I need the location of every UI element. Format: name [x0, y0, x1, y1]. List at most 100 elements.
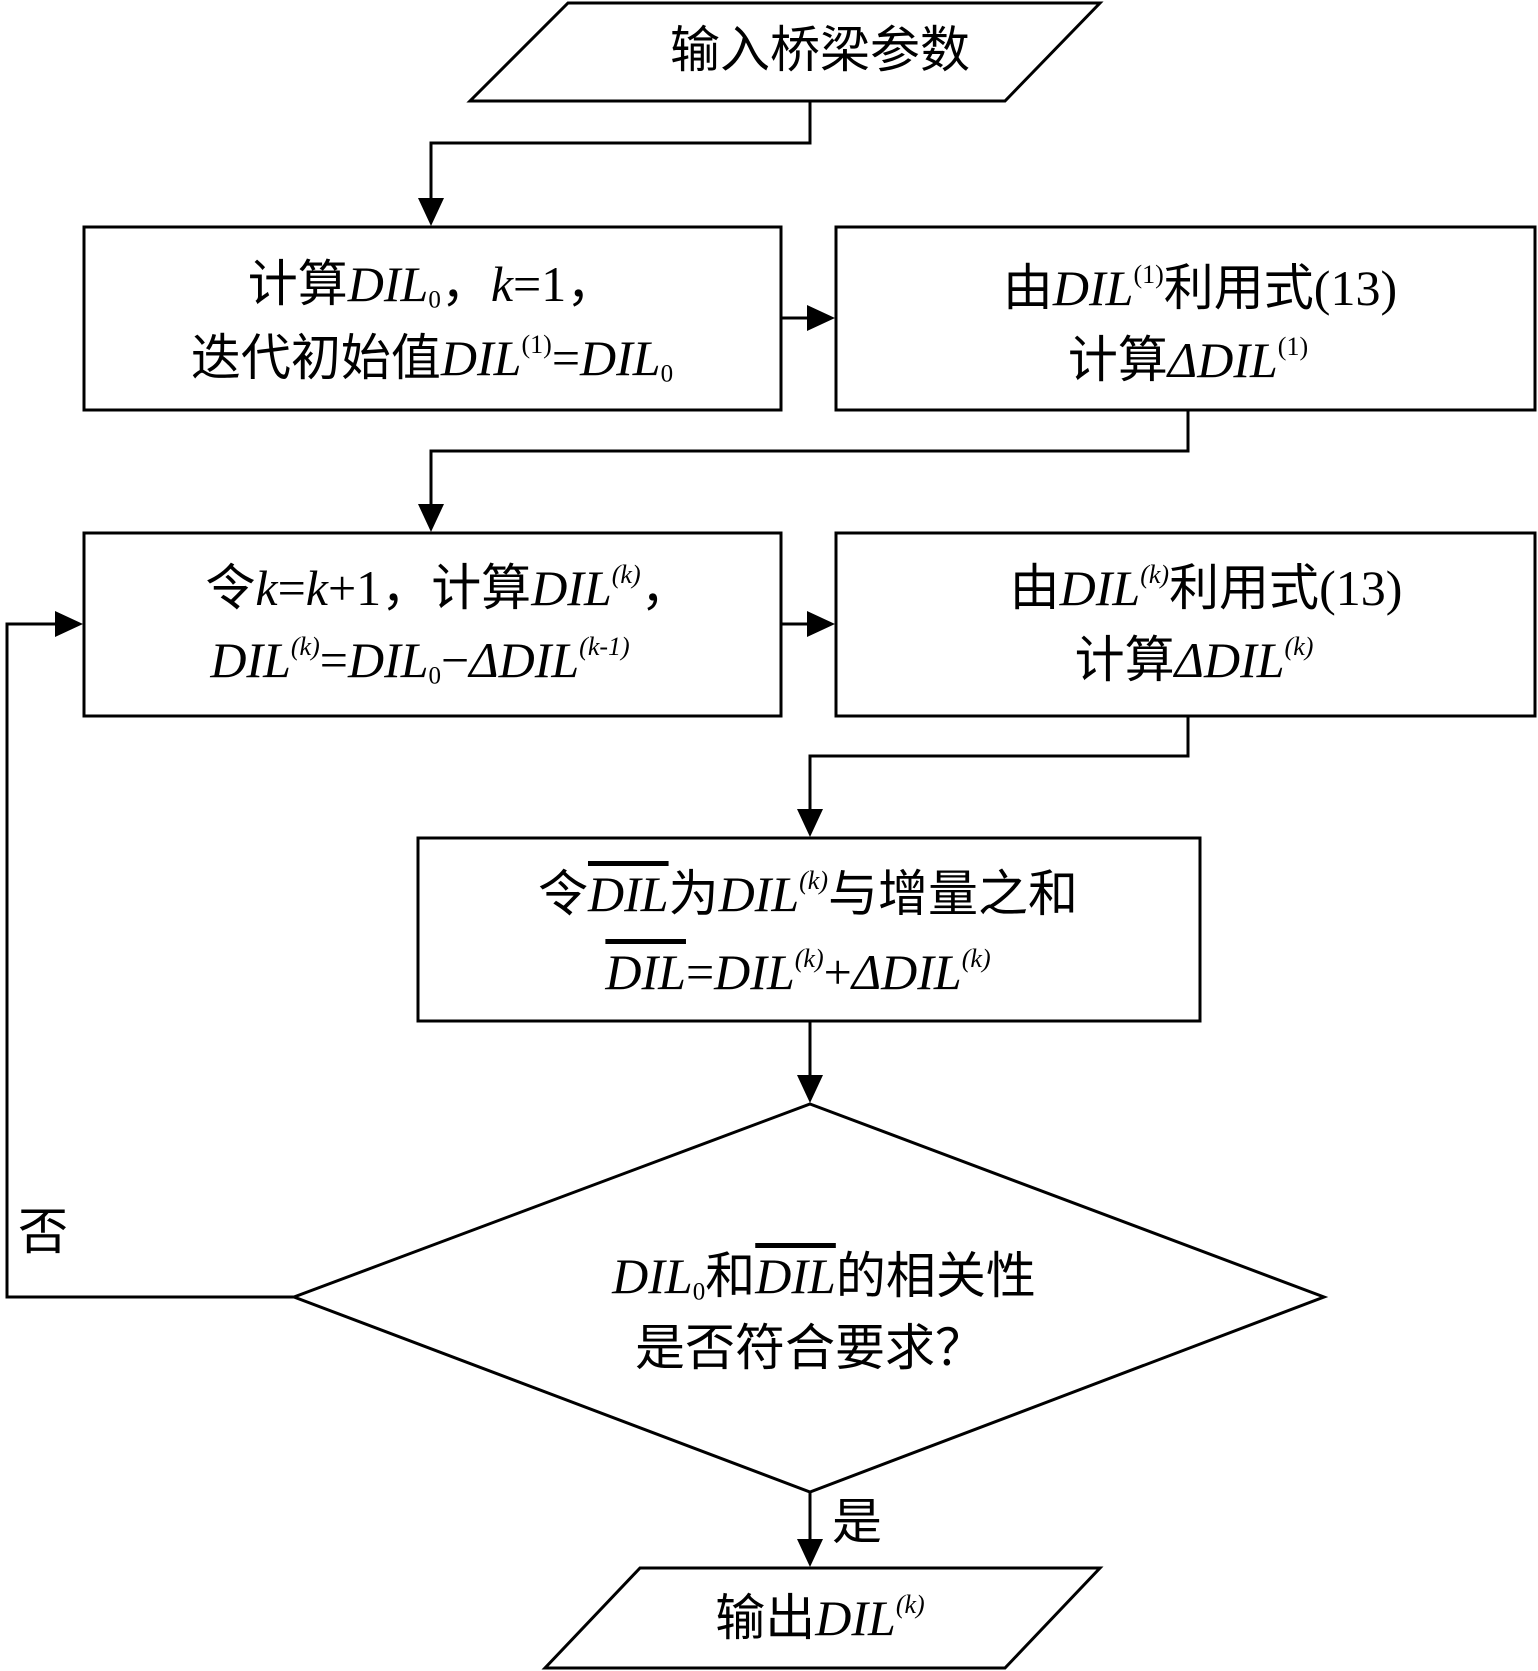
- init-l2-eq: =: [551, 330, 581, 386]
- sum-l2-sup: (k): [794, 943, 824, 973]
- deltak-l1-ref: (13): [1319, 560, 1403, 616]
- decision-l2: 是否符合要求？: [635, 1319, 985, 1377]
- no-text: 否: [18, 1203, 68, 1261]
- sum-l1-c: 与增量之和: [828, 865, 1079, 923]
- output-dil: DIL: [815, 1590, 896, 1646]
- init-l1-sep: ，: [440, 255, 491, 313]
- iter-l2-dil3: ΔDIL: [469, 632, 580, 688]
- iter-l1-b: 计算: [431, 559, 532, 617]
- iter-l2-sup2: (k-1): [579, 631, 630, 661]
- deltak-l1-sup: (k): [1140, 559, 1170, 589]
- iter-line-1: 令k=k+1，计算DIL(k)，: [205, 556, 690, 620]
- connector-decision-no-loop: [5, 622, 294, 1299]
- iter-l2-minus: −: [441, 632, 470, 688]
- iter-l1-k2: k: [305, 560, 328, 616]
- sum-l1-a: 令: [537, 865, 588, 923]
- output-sup: (k): [895, 1589, 925, 1619]
- sum-l2-dil2: ΔDIL: [851, 944, 962, 1000]
- init-l1-k: k: [490, 256, 514, 312]
- deltak-l1-a: 由: [1009, 559, 1060, 617]
- output-shape: [541, 1566, 1104, 1670]
- sum-line-2: DIL=DIL(k)+ΔDIL(k): [605, 940, 990, 1004]
- iter-l2-dil2: DIL: [347, 632, 429, 688]
- start-input-label: 输入桥梁参数: [670, 18, 970, 82]
- delta1-l2-dil: ΔDIL: [1167, 332, 1278, 388]
- no-branch-label: 否: [18, 1200, 68, 1264]
- iter-l1-eq: =: [277, 560, 306, 616]
- sum-l2-bar: DIL: [605, 944, 686, 1000]
- start-text: 输入桥梁参数: [670, 21, 970, 79]
- init-l1-sub: 0: [428, 286, 441, 314]
- arrowhead-decision: [797, 1075, 823, 1103]
- init-line-1: 计算DIL0，k=1，: [248, 252, 616, 316]
- connector-delta1-to-iter: [429, 410, 1190, 506]
- iter-l2-dil: DIL: [210, 632, 291, 688]
- sum-l2-plus: +: [823, 944, 852, 1000]
- sum-l2-dil: DIL: [714, 944, 795, 1000]
- iter-l1-c: ，: [640, 559, 691, 617]
- iter-l1-sup: (k): [611, 559, 641, 589]
- iter-l2-sub: 0: [428, 662, 442, 690]
- delta1-l1-a: 由: [1002, 259, 1053, 317]
- decision-l1-b: 的相关性: [835, 1247, 1036, 1305]
- arrowhead-output: [797, 1539, 823, 1567]
- init-l2-dil2: DIL: [580, 330, 661, 386]
- arrowhead-loop: [55, 611, 83, 637]
- init-l2-dil: DIL: [440, 330, 522, 386]
- sum-l1-dil: DIL: [718, 866, 800, 922]
- decision-l1-sub: 0: [692, 1278, 706, 1306]
- decision-l1-a: 和: [705, 1247, 756, 1305]
- delta1-l1-ref: (13): [1313, 260, 1398, 316]
- deltak-box-shape: [834, 531, 1537, 718]
- start-input-shape: [466, 1, 1104, 103]
- delta1-l2-a: 计算: [1067, 331, 1168, 389]
- init-l2-sub: 0: [660, 360, 674, 388]
- delta1-l1-dil: DIL: [1052, 260, 1134, 316]
- arrowhead-init: [418, 198, 444, 226]
- yes-branch-label: 是: [832, 1490, 882, 1554]
- sum-l1-sup: (k): [799, 865, 829, 895]
- sum-l2-sup2: (k): [961, 943, 991, 973]
- decision-l1-dil: DIL: [612, 1248, 693, 1304]
- delta1-l2-sup: (1): [1277, 331, 1309, 361]
- sum-l1-bar: DIL: [587, 866, 669, 922]
- delta1-line-2: 计算ΔDIL(1): [1068, 328, 1308, 392]
- output-a: 输出: [715, 1589, 816, 1647]
- delta1-box-shape: [834, 225, 1537, 412]
- deltak-l2-dil: ΔDIL: [1174, 632, 1285, 688]
- delta1-l1-sup: (1): [1133, 259, 1164, 289]
- iter-l1-dil: DIL: [531, 560, 612, 616]
- iter-l1-plus: +1，: [327, 560, 432, 616]
- iter-l1-a: 令: [205, 559, 256, 617]
- iter-line-2: DIL(k)=DIL0−ΔDIL(k-1): [210, 628, 629, 692]
- decision-l1-bar: DIL: [755, 1248, 836, 1304]
- deltak-l2-a: 计算: [1074, 631, 1175, 689]
- arrowhead-iter: [418, 504, 444, 532]
- iter-l1-k1: k: [255, 560, 278, 616]
- sum-l1-b: 为: [668, 865, 719, 923]
- deltak-l1-dil: DIL: [1059, 560, 1141, 616]
- deltak-line-2: 计算ΔDIL(k): [1075, 628, 1314, 692]
- decision-line-1: DIL0和DIL的相关性: [612, 1244, 1036, 1308]
- delta1-line-1: 由DIL(1)利用式(13): [1003, 256, 1397, 320]
- connector-deltak-to-sum: [808, 716, 1190, 812]
- sum-l2-eq: =: [685, 944, 715, 1000]
- sum-box-shape: [416, 836, 1202, 1023]
- deltak-l2-sup: (k): [1284, 631, 1314, 661]
- deltak-line-1: 由DIL(k)利用式(13): [1010, 556, 1403, 620]
- sum-line-1: 令DIL为DIL(k)与增量之和: [538, 862, 1078, 926]
- output-label: 输出DIL(k): [715, 1586, 924, 1650]
- delta1-l1-b: 利用式: [1163, 259, 1314, 317]
- init-line-2: 迭代初始值DIL(1)=DIL0: [191, 326, 673, 390]
- init-box-shape: [82, 225, 783, 412]
- arrowhead-sum: [797, 809, 823, 837]
- arrowhead-delta1: [807, 305, 835, 331]
- init-l1-dil: DIL: [347, 256, 429, 312]
- init-l2-sup: (1): [521, 329, 552, 359]
- iter-l2-eq: =: [319, 632, 348, 688]
- iter-box-shape: [82, 531, 783, 718]
- decision-line-2: 是否符合要求？: [635, 1316, 985, 1380]
- init-l1-a: 计算: [247, 255, 348, 313]
- arrowhead-deltak: [807, 611, 835, 637]
